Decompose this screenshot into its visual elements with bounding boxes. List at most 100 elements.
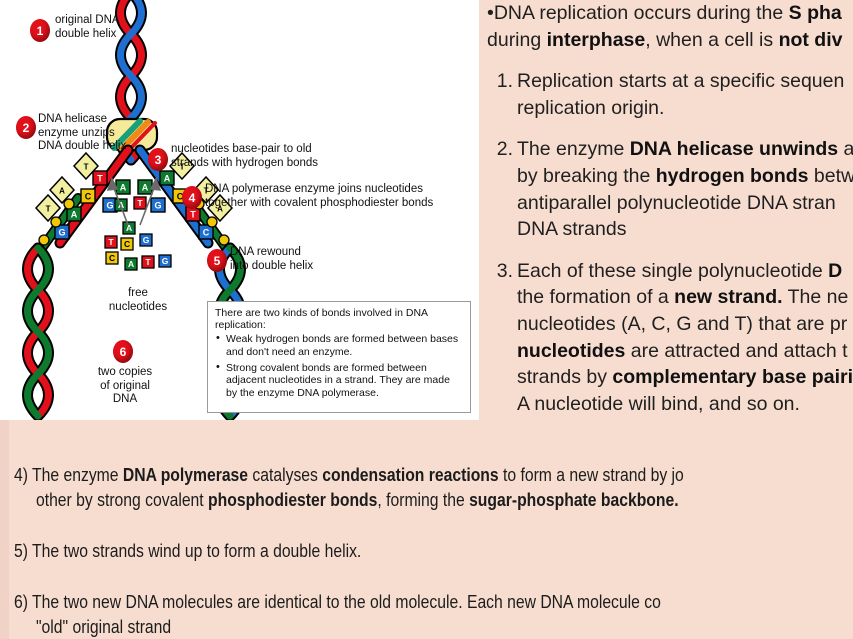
intro-paragraph: •DNA replication occurs during the S pha… — [487, 0, 853, 53]
svg-text:T: T — [46, 205, 51, 214]
bottom-2-line-1-seg-0: "old" original strand — [35, 616, 172, 637]
item-1-line-0-seg-0: The enzyme — [517, 138, 630, 161]
svg-text:T: T — [108, 237, 114, 247]
item-2-line-4-seg-0: strands by — [517, 366, 613, 389]
bottom-spacer — [14, 512, 853, 538]
intro-line: during interphase, when a cell is not di… — [487, 27, 853, 54]
svg-text:G: G — [162, 256, 169, 266]
item-1-line-1-seg-1: hydrogen bonds — [655, 164, 809, 187]
callout-label-6: two copies of original DNA — [97, 366, 153, 406]
bottom-0-line-0-seg-4: to form a new strand by jo — [498, 464, 684, 485]
list-item-line: by breaking the hydrogen bonds betw — [517, 163, 853, 190]
intro-line-1-seg-0: during — [487, 28, 547, 51]
svg-text:G: G — [154, 201, 161, 211]
item-1-line-3-seg-0: DNA strands — [517, 218, 627, 241]
dna-replication-diagram: T C A G A G A T — [0, 0, 479, 420]
item-1-line-0-seg-1: DNA helicase unwinds — [629, 138, 839, 161]
svg-text:T: T — [137, 198, 143, 208]
numbered-list: 1.Replication starts at a specific seque… — [487, 53, 853, 417]
list-item-line: nucleotides (A, C, G and T) that are pr — [517, 311, 853, 338]
svg-text:A: A — [59, 187, 65, 196]
list-item-line: Replication starts at a specific sequen — [517, 68, 853, 95]
svg-text:T: T — [204, 187, 209, 196]
daughter-helix-left — [22, 242, 54, 420]
bottom-0-line-0-seg-2: catalyses — [248, 464, 323, 485]
bottom-spacer — [14, 563, 853, 589]
item-1-line-2-seg-0: antiparallel polynucleotide DNA stran — [517, 191, 836, 214]
list-spacer — [487, 243, 853, 258]
list-item-line: replication origin. — [517, 95, 853, 122]
callout-badge-3: 3 — [148, 148, 168, 171]
base-pair-tiles-right: A C T C A G T A — [137, 151, 234, 246]
item-1-line-1-seg-2: betw — [808, 164, 853, 187]
callout-label-5: DNA rewound into double helix — [230, 246, 314, 272]
item-2-line-3-seg-1: are attracted and attach t — [625, 339, 848, 362]
svg-text:A: A — [71, 210, 78, 220]
item-2-line-5-seg-0: A nucleotide will bind, and so on. — [517, 392, 800, 415]
svg-text:C: C — [177, 192, 184, 202]
bottom-0-line-1-seg-0: other by strong covalent — [35, 489, 209, 510]
bottom-line: 5) The two strands wind up to form a dou… — [14, 538, 758, 563]
bottom-line: other by strong covalent phosphodiester … — [14, 487, 758, 512]
bottom-text-block: 4) The enzyme DNA polymerase catalyses c… — [14, 462, 853, 639]
bottom-line: "old" original strand — [14, 614, 758, 639]
svg-text:G: G — [58, 228, 65, 238]
bottom-1-line-0-seg-0: 5) The two strands wind up to form a dou… — [14, 540, 362, 561]
right-text-column: •DNA replication occurs during the S pha… — [487, 0, 853, 417]
list-item-line: nucleotides are attracted and attach t — [517, 338, 853, 365]
bottom-line: 6) The two new DNA molecules are identic… — [14, 589, 758, 614]
intro-line-1-seg-1: interphase — [546, 28, 646, 51]
svg-text:A: A — [217, 205, 223, 214]
item-2-line-1-seg-1: new strand. — [674, 286, 783, 309]
item-0-line-1-seg-0: replication origin. — [517, 96, 665, 119]
list-item-line: antiparallel polynucleotide DNA stran — [517, 190, 853, 217]
list-item-number: 1. — [496, 70, 513, 93]
intro-line-0-seg-1: S pha — [788, 2, 842, 24]
svg-text:C: C — [203, 228, 210, 238]
item-1-line-0-seg-2: a — [838, 138, 853, 161]
svg-text:T: T — [97, 174, 103, 184]
list-item-line: A nucleotide will bind, and so on. — [517, 391, 853, 418]
callout-label-3: nucleotides base-pair to old strands wit… — [171, 143, 319, 169]
callout-label-2: DNA helicase enzyme unzips DNA double he… — [38, 113, 127, 153]
intro-line-1-seg-2: , when a cell is — [645, 28, 779, 51]
intro-line: •DNA replication occurs during the S pha — [487, 0, 853, 27]
bottom-line: 4) The enzyme DNA polymerase catalyses c… — [14, 462, 758, 487]
bottom-0-line-0-seg-1: DNA polymerase — [122, 464, 249, 485]
item-2-line-4-seg-1: complementary base pairi — [612, 366, 853, 389]
list-item-line: Each of these single polynucleotide D — [517, 258, 853, 285]
callout-badge-6: 6 — [113, 340, 133, 363]
item-0-line-0-seg-0: Replication starts at a specific sequen — [517, 70, 845, 93]
svg-text:C: C — [124, 239, 130, 249]
bottom-0-line-1-seg-1: phosphodiester bonds — [208, 489, 378, 510]
callout-label-1: original DNA double helix — [55, 14, 120, 40]
item-2-line-1-seg-2: The ne — [782, 286, 849, 309]
svg-text:A: A — [128, 259, 134, 269]
item-2-line-0-seg-1: D — [828, 259, 843, 282]
incorporation-arrows — [106, 176, 162, 226]
list-item-body: Replication starts at a specific sequen r… — [517, 68, 853, 121]
info-box-heading: There are two kinds of bonds involved in… — [215, 307, 428, 331]
list-spacer — [487, 121, 853, 136]
bottom-2-line-0-seg-0: 6) The two new DNA molecules are identic… — [14, 591, 661, 612]
svg-text:G: G — [143, 235, 150, 245]
callout-badge-1: 1 — [30, 19, 50, 42]
list-item-number: 3. — [496, 259, 513, 282]
list-item-line: The enzyme DNA helicase unwinds a — [517, 136, 853, 163]
svg-text:T: T — [84, 163, 89, 172]
bottom-0-line-1-seg-3: sugar-phosphate backbone. — [469, 489, 679, 510]
helicase-enzyme-shape — [105, 117, 159, 152]
intro-line-1-seg-3: not div — [778, 28, 843, 51]
svg-text:A: A — [142, 183, 149, 193]
numbered-list-item: 1.Replication starts at a specific seque… — [487, 68, 853, 121]
svg-text:C: C — [85, 192, 92, 202]
list-item-line: the formation of a new strand. The ne — [517, 284, 853, 311]
list-item-line: DNA strands — [517, 216, 853, 243]
free-nucleotides-label: free nucleotides — [108, 287, 168, 313]
svg-text:A: A — [164, 174, 171, 184]
item-2-line-3-seg-0: nucleotides — [517, 339, 626, 362]
bond-types-info-box: There are two kinds of bonds involved in… — [207, 301, 471, 413]
